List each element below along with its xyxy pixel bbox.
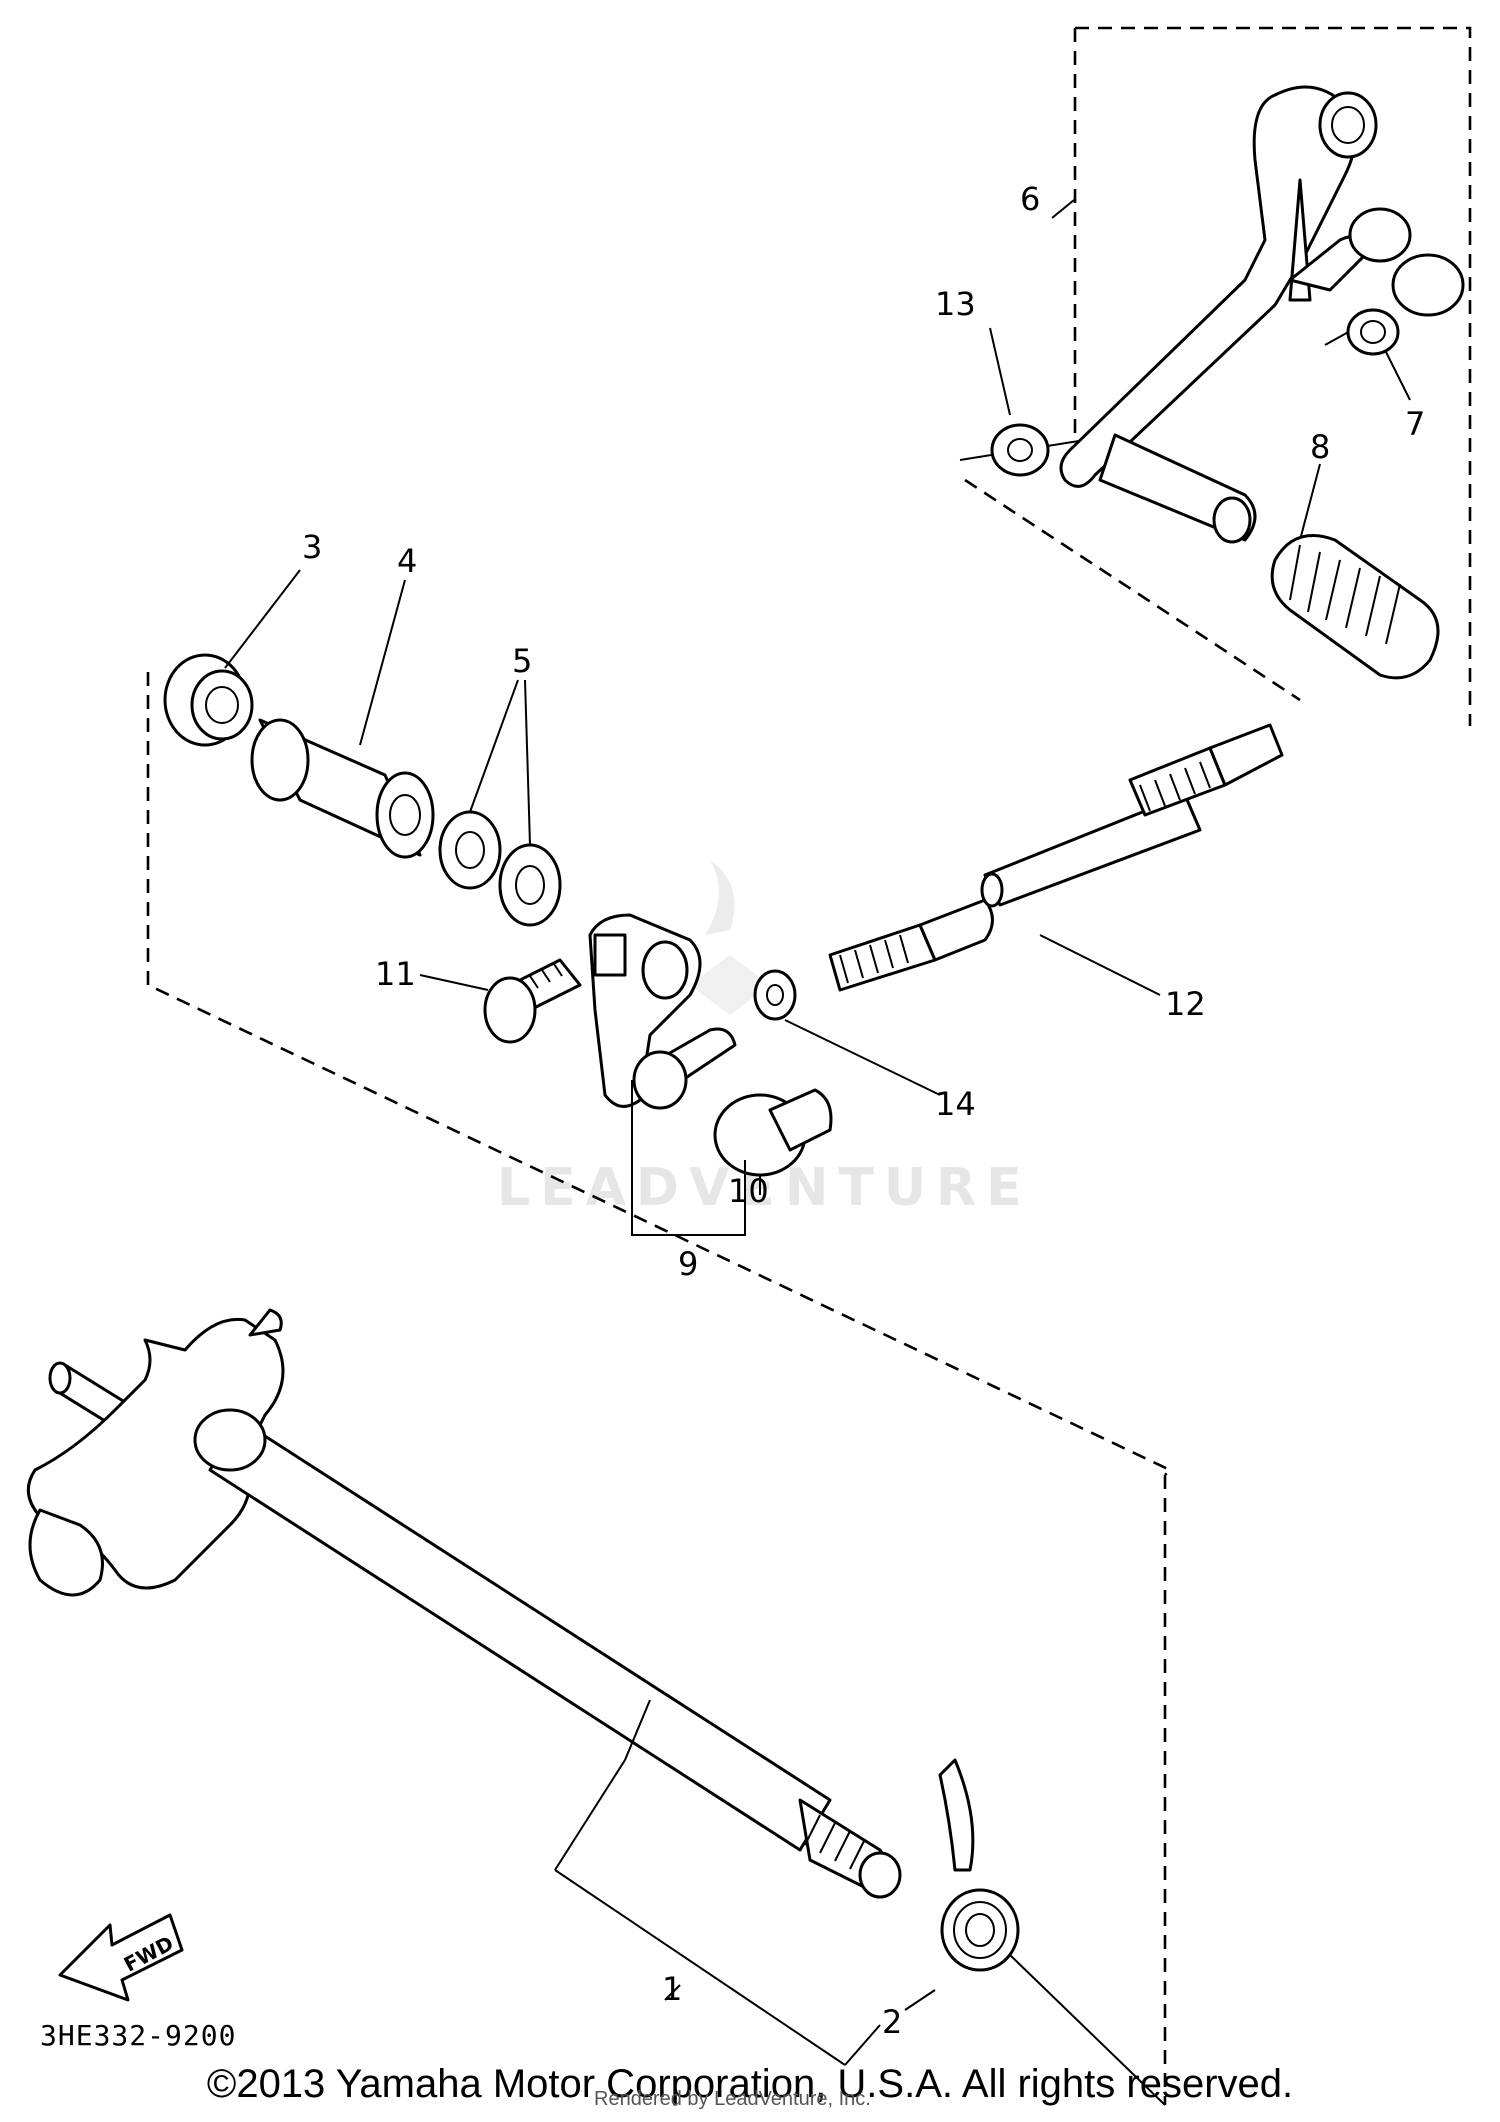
leader-2a: [1009, 1954, 1166, 2106]
callout-7: 7: [1405, 405, 1425, 443]
shift-shaft: [26, 1308, 902, 1899]
leader-5: [469, 679, 531, 846]
callout-6: 6: [1020, 180, 1040, 218]
bracket-1-top: [554, 1699, 651, 1871]
shaft-group-frame-top: [146, 672, 1173, 1476]
callout-3: 3: [302, 528, 322, 566]
callout-12: 12: [1165, 985, 1206, 1023]
callout-10: 10: [728, 1172, 769, 1210]
bracket-9: [631, 1080, 746, 1236]
shift-pedal-lever: [1059, 85, 1378, 488]
leader-12: [1039, 934, 1161, 996]
bracket-1-bottom: [554, 1869, 846, 2066]
rod-end-joint: [713, 1088, 833, 1177]
pedal-assembly-box: [964, 26, 1472, 726]
leader-2b: [844, 2024, 881, 2066]
shift-rod: [828, 723, 1284, 992]
callout-1: 1: [662, 1970, 682, 2008]
shift-arm: [588, 913, 737, 1110]
callout-11: 11: [375, 955, 416, 993]
leader-1: [664, 1984, 681, 2001]
collar: [250, 718, 435, 859]
leader-13: [989, 327, 1011, 416]
lock-nut: [990, 423, 1050, 477]
leader-6: [1051, 199, 1075, 219]
oil-seal: [163, 653, 254, 747]
callout-13: 13: [935, 285, 976, 323]
callout-4: 4: [397, 542, 417, 580]
pedal-rod-end: [1288, 207, 1465, 356]
bolt: [483, 958, 582, 1044]
leader-14: [784, 1019, 941, 1096]
leader-4: [359, 579, 406, 746]
leader-2c: [904, 1989, 936, 2011]
rendered-by-notice: Rendered by LeadVenture, Inc.: [594, 2088, 871, 2110]
callout-14: 14: [935, 1085, 976, 1123]
leader-3: [224, 569, 301, 669]
callout-5: 5: [512, 642, 532, 680]
torsion-spring: [938, 1758, 1020, 1972]
bearings: [438, 810, 562, 927]
callout-9: 9: [678, 1245, 698, 1283]
footrest-rubber: [1098, 433, 1440, 680]
callout-2: 2: [882, 2003, 902, 2041]
copyright-notice: ©2013 Yamaha Motor Corporation, U.S.A. A…: [206, 2062, 1294, 2106]
leader-8: [1299, 463, 1321, 541]
washer: [753, 969, 797, 1021]
fwd-arrow-icon: FWD: [58, 1913, 184, 2002]
diagram-code: 3HE332-9200: [40, 2019, 236, 2052]
leader-11: [419, 974, 489, 991]
callout-8: 8: [1310, 428, 1330, 466]
